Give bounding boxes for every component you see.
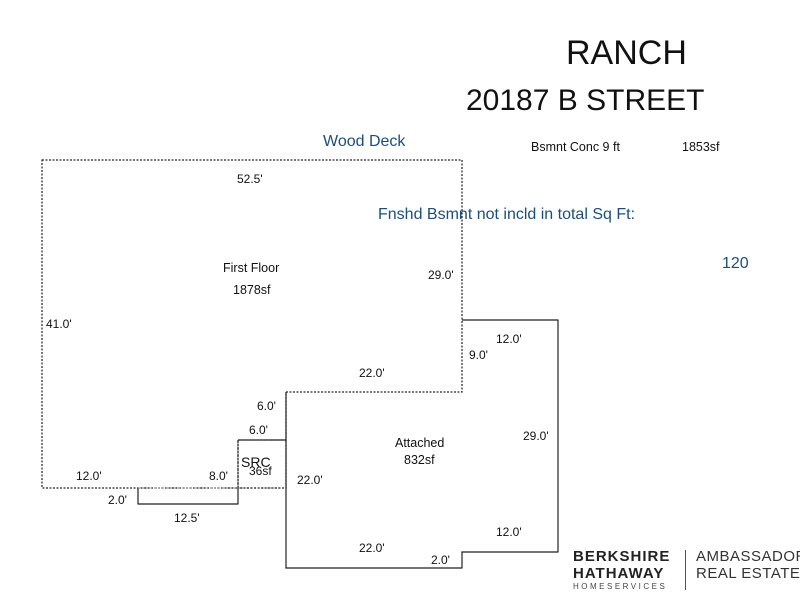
brand-right-1: AMBASSADOR [696,548,800,565]
attached-area: 832sf [404,453,435,467]
attached-outline [285,319,559,569]
dim-ff-step-v: 6.0' [257,399,276,413]
src-label: SRC [241,454,271,470]
dim-ff-top: 52.5' [237,172,263,186]
dim-ff-bottom-mid: 8.0' [209,469,228,483]
brand-divider [685,550,686,590]
dim-att-bottom-v: 2.0' [431,553,450,567]
plan-title: RANCH [566,34,687,72]
finished-basement-value: 120 [722,255,749,272]
brand-line-1: BERKSHIRE [573,548,671,565]
wood-deck-label: Wood Deck [323,133,406,150]
dim-ff-step-h: 22.0' [359,366,385,380]
dim-att-left: 22.0' [297,473,323,487]
brand-logo-left: BERKSHIRE HATHAWAY HOMESERVICES [573,548,670,591]
dim-att-bottom-right: 12.0' [496,525,522,539]
src-outline [237,439,287,489]
plan-address: 20187 B STREET [466,84,705,117]
dim-att-top: 12.0' [496,332,522,346]
brand-line-2: HATHAWAY [573,565,665,582]
brand-right-2: REAL ESTATE [696,565,800,582]
dim-att-top-v: 9.0' [469,348,488,362]
brand-logo-right: AMBASSADOR REAL ESTATE [696,548,800,582]
src-area: 36sf [249,464,272,478]
first-floor-label: First Floor [223,261,280,275]
dim-att-bottom: 22.0' [359,541,385,555]
first-floor-area: 1878sf [233,283,271,297]
attached-label: Attached [395,436,445,450]
basement-area: 1853sf [682,140,720,154]
dim-ff-bottom-left: 12.0' [76,469,102,483]
jog-outline [137,488,239,505]
dim-att-right: 29.0' [523,429,549,443]
dim-jog-bottom: 12.5' [174,511,200,525]
dim-ff-left: 41.0' [46,317,72,331]
dim-jog-v: 2.0' [108,493,127,507]
dim-ff-right: 29.0' [428,268,454,282]
brand-line-3: HOMESERVICES [573,582,668,591]
dim-src-top: 6.0' [249,423,268,437]
basement-label: Bsmnt Conc 9 ft [531,140,620,154]
finished-basement-note: Fnshd Bsmnt not incld in total Sq Ft: [378,206,636,223]
